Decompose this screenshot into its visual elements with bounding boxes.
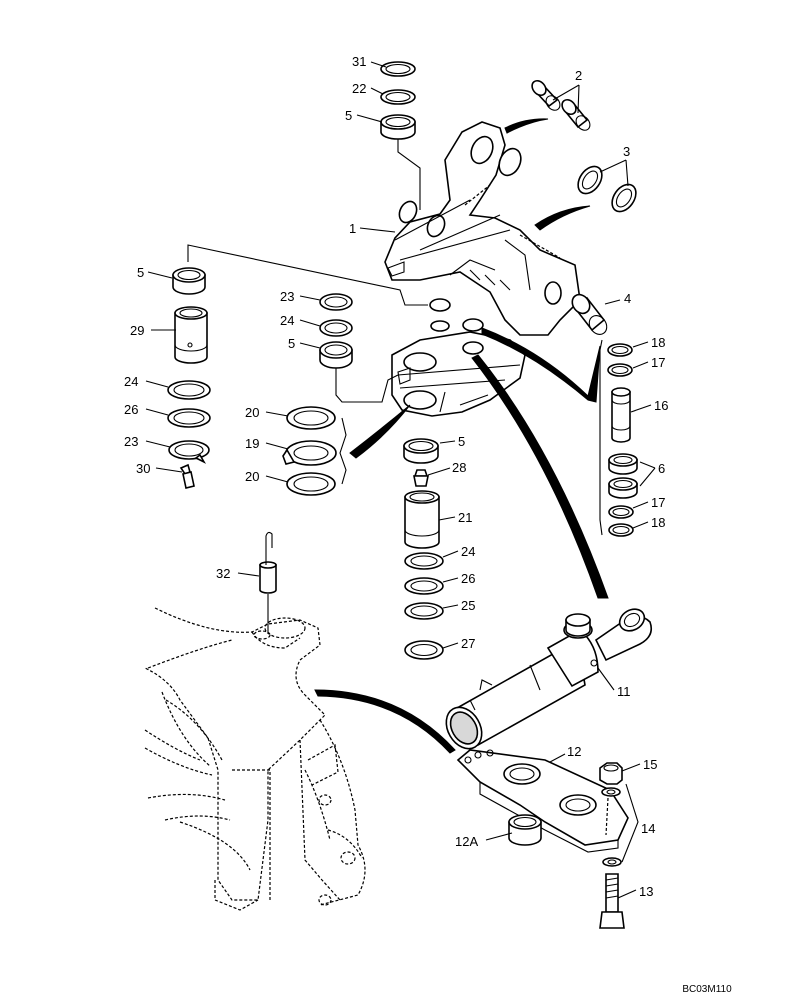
part-23-snap-ring-upper [319,293,353,311]
part-31-snap-ring [380,61,416,77]
callout-20: 20 [245,469,259,484]
callout-6: 6 [658,461,665,476]
part-14-washer-upper [601,787,621,797]
callout-5: 5 [345,108,352,123]
callout-22: 22 [352,81,366,96]
callout-25: 25 [461,598,475,613]
callout-3: 3 [623,144,630,159]
part-24-washer-left [167,380,211,400]
part-20-washer-upper [286,406,336,430]
part-12-link-plate [456,749,629,853]
callout-5: 5 [458,434,465,449]
callout-5: 5 [288,336,295,351]
part-17-washer-upper [607,363,633,377]
part-26-shim-left [167,408,211,428]
callout-16: 16 [654,398,668,413]
callout-29: 29 [130,323,144,338]
part-16-pin [611,387,631,443]
callout-23: 23 [280,289,294,304]
callout-4: 4 [624,291,631,306]
callout-20: 20 [245,405,259,420]
part-27-snap-ring [404,640,444,660]
callout-5: 5 [137,265,144,280]
callout-24: 24 [280,313,294,328]
part-5-bushing-left [172,267,206,295]
arrow-to-pin-16 [481,327,601,403]
leader-5-top [397,139,421,210]
callout-13: 13 [639,884,653,899]
callout-18: 18 [651,515,665,530]
part-14-washer-lower [602,857,622,867]
part-32-pin-with-clip [259,531,277,594]
callout-31: 31 [352,54,366,69]
part-30-grease-fitting [179,463,195,489]
part-5-bushing-center-lower [403,438,439,464]
part-25-washer [404,602,444,620]
callout-15: 15 [643,757,657,772]
callout-26: 26 [461,571,475,586]
callout-19: 19 [245,436,259,451]
part-4-bushing [571,293,608,335]
callout-24: 24 [124,374,138,389]
part-11-swing-cylinder [445,608,653,750]
part-1-swing-frame [384,121,581,336]
part-29-pin [174,306,208,364]
callout-1: 1 [349,221,356,236]
drawing-reference-code: BC03M110 [682,984,732,995]
callout-23: 23 [124,434,138,449]
callout-labels: 31 22 5 2 3 1 5 4 23 24 5 29 18 17 16 24… [124,54,668,899]
arrow-to-cylinder-11 [471,354,609,599]
arrow-to-washers-19 [349,404,411,459]
machine-frame-outline [144,607,366,911]
callout-24: 24 [461,544,475,559]
part-23-snap-ring-left [168,440,210,464]
part-12a-bushing [508,814,542,846]
part-18-snap-ring-upper [607,343,633,357]
part-5-bushing-center [319,341,353,369]
part-20-washer-lower [286,472,336,496]
part-24-washer-center [404,552,444,570]
part-24-washer-upper [319,319,353,337]
leader-5-left-top [187,244,428,306]
part-22-washer [380,89,416,105]
part-pivot-bracket [391,298,526,417]
callout-27: 27 [461,636,475,651]
arrow-3 [534,205,591,231]
callout-30: 30 [136,461,150,476]
part-2-bushing-b [561,98,591,131]
part-13-bolt [599,873,625,929]
callout-12: 12 [567,744,581,759]
part-3-seal-b [611,183,637,213]
part-6-bushing-lower [608,477,638,499]
part-21-pin [404,490,440,549]
part-28-grease-fitting [413,469,429,487]
callout-18: 18 [651,335,665,350]
callout-26: 26 [124,402,138,417]
part-19-shim [282,440,337,466]
callout-17: 17 [651,495,665,510]
part-17-washer-lower [608,505,634,519]
callout-32: 32 [216,566,230,581]
leader-5-mid [335,368,399,403]
arrow-2 [504,118,549,134]
part-2-bushing-a [531,79,561,111]
arrow-to-plate-12 [314,689,456,754]
part-18-snap-ring-lower [608,523,634,537]
callout-21: 21 [458,510,472,525]
callout-11: 11 [617,684,631,699]
callout-17: 17 [651,355,665,370]
callout-leaders [145,61,652,899]
part-15-lock-nut [599,762,623,785]
part-5-bushing-top [380,114,416,140]
part-26-shim-center [404,577,444,595]
part-6-bushing-upper [608,453,638,475]
callout-14: 14 [641,821,655,836]
callout-28: 28 [452,460,466,475]
callout-2: 2 [575,68,582,83]
callout-12a: 12A [455,834,478,849]
part-3-seal-a [577,165,603,195]
